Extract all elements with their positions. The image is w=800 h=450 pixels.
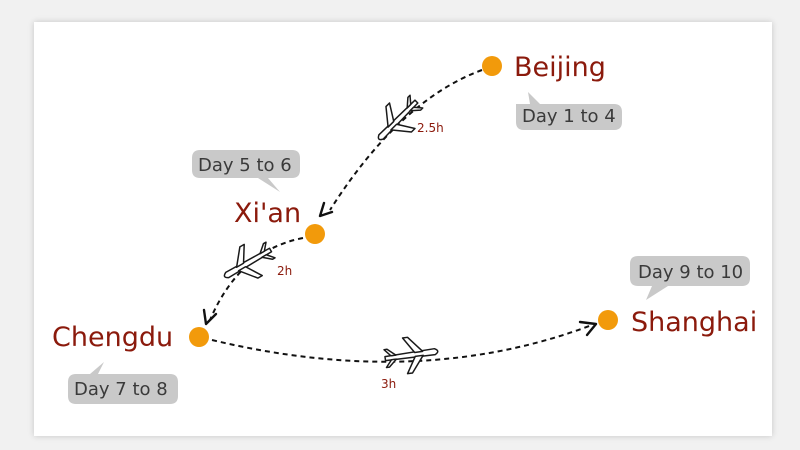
day-bubble-shanghai: Day 9 to 10 — [630, 256, 750, 300]
city-label-beijing: Beijing — [514, 52, 606, 83]
day-range-chengdu: Day 7 to 8 — [74, 379, 168, 400]
day-range-shanghai: Day 9 to 10 — [638, 262, 743, 283]
day-bubble-xian: Day 5 to 6 — [192, 150, 300, 192]
day-range-beijing: Day 1 to 4 — [522, 106, 616, 127]
route-beijing-xian — [329, 69, 483, 211]
route-xian-chengdu — [209, 237, 304, 321]
airplane-icon — [214, 233, 281, 293]
city-dot-xian — [305, 224, 325, 244]
map-card — [34, 22, 772, 436]
flight-duration-chengdu-shanghai: 3h — [381, 377, 396, 391]
arrowhead-chengdu — [202, 308, 218, 326]
airplane-icon — [381, 332, 441, 378]
day-bubble-chengdu: Day 7 to 8 — [68, 362, 178, 404]
flight-duration-xian-chengdu: 2h — [277, 264, 292, 278]
city-dot-chengdu — [189, 327, 209, 347]
day-range-xian: Day 5 to 6 — [198, 155, 292, 176]
city-label-xian: Xi'an — [234, 198, 301, 229]
route-chengdu-shanghai — [211, 324, 593, 363]
flight-duration-beijing-xian: 2.5h — [417, 121, 444, 135]
city-label-shanghai: Shanghai — [631, 307, 757, 338]
day-bubble-beijing: Day 1 to 4 — [516, 92, 622, 130]
arrowhead-xian — [318, 201, 334, 218]
city-dot-shanghai — [598, 310, 618, 330]
arrowhead-shanghai — [578, 320, 598, 337]
city-label-chengdu: Chengdu — [52, 322, 173, 353]
city-dot-beijing — [482, 56, 502, 76]
